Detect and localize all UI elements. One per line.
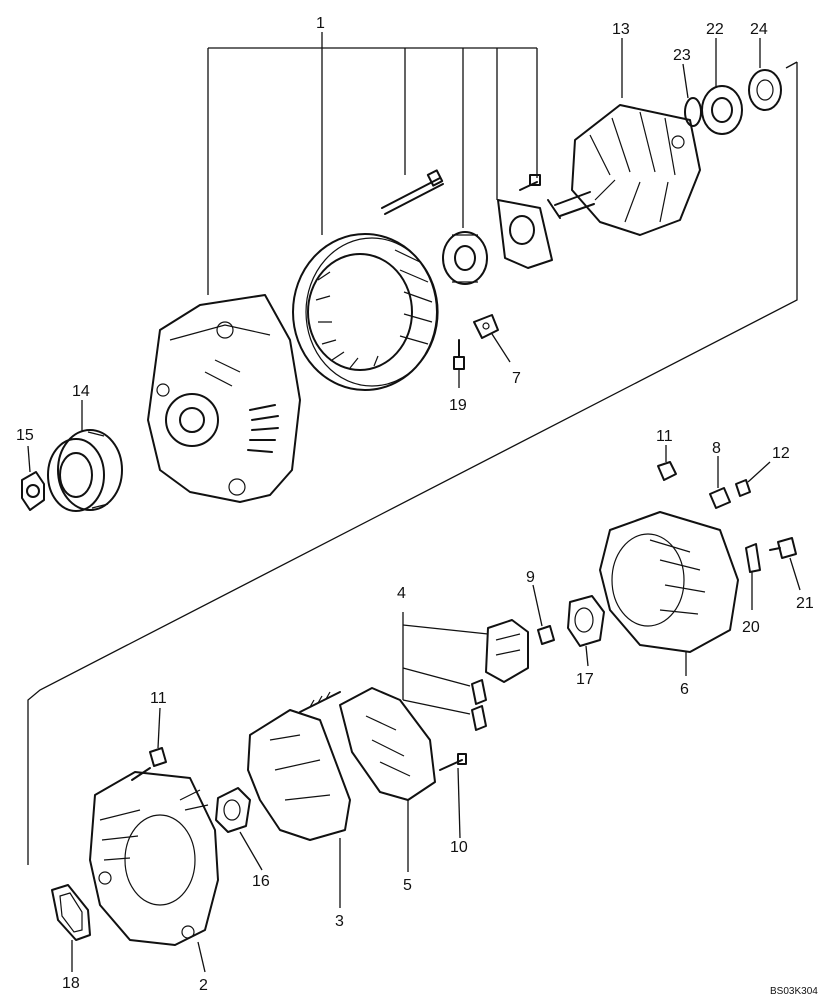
callout-6: 6 <box>680 681 689 698</box>
callout-16: 16 <box>252 873 270 890</box>
callout-17: 17 <box>576 671 594 688</box>
callout-15: 15 <box>16 427 34 444</box>
end-cover <box>89 767 219 946</box>
assembly-frame-lines <box>27 61 798 865</box>
bearing-holder <box>567 595 605 647</box>
clip-7 <box>473 314 499 339</box>
gasket-18 <box>51 884 91 941</box>
through-bolt <box>381 169 444 215</box>
rotor <box>547 104 701 236</box>
front-housing <box>147 294 301 503</box>
callout-5: 5 <box>403 877 412 894</box>
callout-8: 8 <box>712 440 721 457</box>
rear-bearing-parts <box>684 69 782 135</box>
callout-14: 14 <box>72 383 90 400</box>
terminal-parts <box>657 461 797 573</box>
callout-2: 2 <box>199 977 208 994</box>
nut-15 <box>21 471 45 511</box>
callout-10: 10 <box>450 839 468 856</box>
callout-22: 22 <box>706 21 724 38</box>
nut-11-lower <box>149 747 167 767</box>
callout-21: 21 <box>796 595 814 612</box>
leader-lines <box>27 38 801 973</box>
front-bearing <box>442 231 488 285</box>
callout-11-lower: 11 <box>150 690 167 707</box>
callout-12: 12 <box>772 445 790 462</box>
callout-24: 24 <box>750 21 768 38</box>
callout-19: 19 <box>449 397 467 414</box>
brush-holder <box>402 612 529 731</box>
rectifier <box>247 691 351 841</box>
stator <box>292 233 439 391</box>
rear-housing <box>599 511 739 653</box>
callout-7: 7 <box>512 370 521 387</box>
insulator-16 <box>215 787 251 833</box>
item-1-bracket <box>207 32 538 295</box>
callout-3: 3 <box>335 913 344 930</box>
regulator <box>339 687 436 801</box>
callout-1: 1 <box>316 15 325 32</box>
callout-labels: 1 13 22 24 23 14 15 19 7 11 8 12 9 4 20 … <box>16 15 818 997</box>
callout-13: 13 <box>612 21 630 38</box>
pulley <box>47 429 123 512</box>
screw-10 <box>439 753 467 771</box>
callout-20: 20 <box>742 619 760 636</box>
bolt-19 <box>453 339 465 370</box>
callout-9: 9 <box>526 569 535 586</box>
drawing-code: BS03K304 <box>770 986 818 997</box>
callout-23: 23 <box>673 47 691 64</box>
nut-9 <box>537 625 555 645</box>
retainer-plate <box>497 174 553 269</box>
callout-18: 18 <box>62 975 80 992</box>
callout-11-upper: 11 <box>656 428 673 445</box>
callout-4-upper: 4 <box>397 585 406 602</box>
